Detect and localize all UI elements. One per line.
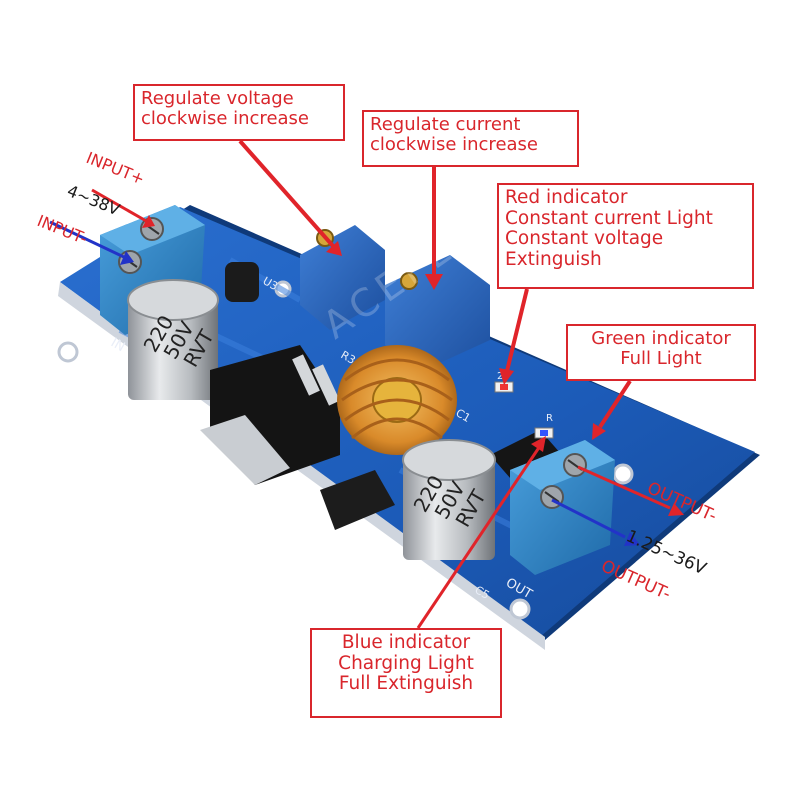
input-voltage-range: 4~38V [65, 181, 123, 219]
led-blue [534, 427, 554, 439]
callout-line: clockwise increase [141, 108, 309, 130]
mounting-hole [509, 598, 531, 620]
inductor-coil [337, 345, 457, 455]
adjust-screw-icon[interactable] [400, 272, 418, 290]
callout-line: Blue indicator [341, 632, 471, 653]
annotation-arrows [49, 139, 684, 629]
transistor [225, 262, 259, 302]
callout-line: Regulate current [370, 114, 521, 135]
capacitor-2: 220 50V RVT [402, 439, 496, 560]
mounting-hole [57, 341, 79, 363]
callout-line: Extinguish [505, 249, 602, 271]
silkscreen-r3: R3 [339, 348, 358, 367]
voltage-adjust-callout: Regulate voltage clockwise increase [133, 84, 345, 141]
callout-line: Green indicator [591, 328, 731, 349]
silkscreen-2: 2 [497, 371, 503, 382]
silkscreen-c5: C5 [473, 583, 492, 602]
capacitor-1: 220 50V RVT [127, 279, 219, 400]
input-plus-label: INPUT+ [84, 148, 148, 189]
callout-line: Full Light [620, 348, 702, 370]
callout-line: clockwise increase [370, 134, 538, 156]
callout-line: Constant current Light [505, 207, 713, 229]
callout-line: Regulate voltage [141, 88, 294, 109]
callout-line: Full Extinguish [338, 673, 474, 695]
callout-line: Red indicator [505, 187, 628, 208]
callout-line: Constant voltage [505, 228, 664, 250]
current-adjust-callout: Regulate current clockwise increase [362, 110, 579, 167]
diode [320, 470, 395, 530]
silkscreen-r: R [546, 413, 553, 424]
silkscreen-c1: C1 [454, 406, 473, 425]
silkscreen-in: IN [108, 335, 127, 355]
input-minus-label: INPUT- [35, 211, 90, 248]
mounting-hole [612, 463, 634, 485]
blue-indicator-callout: Blue indicator Charging Light Full Extin… [310, 628, 502, 718]
output-terminal-block [510, 440, 615, 575]
green-indicator-callout: Green indicator Full Light [566, 324, 756, 381]
regulator-chip [200, 345, 340, 485]
callout-line: Charging Light [338, 652, 474, 674]
red-indicator-callout: Red indicator Constant current Light Con… [497, 183, 754, 289]
current-potentiometer[interactable] [385, 255, 490, 372]
